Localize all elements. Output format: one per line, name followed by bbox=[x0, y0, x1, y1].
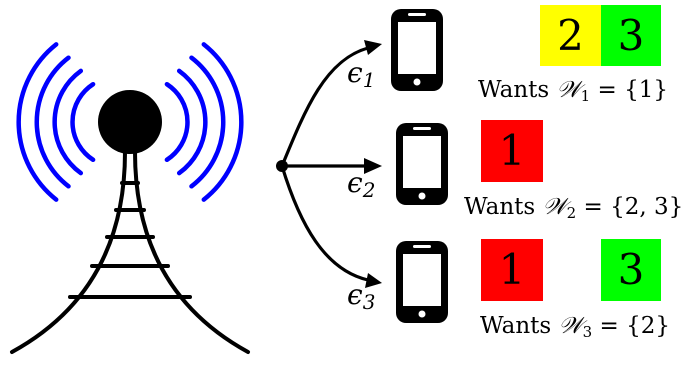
signal-wave-left-4 bbox=[16, 42, 59, 202]
signal-waves-left bbox=[16, 42, 96, 202]
channel-label-1: ϵ1 bbox=[347, 56, 375, 92]
arrow-head-3 bbox=[365, 273, 382, 288]
packet-label: 3 bbox=[618, 11, 645, 60]
channel-subscript: 1 bbox=[363, 68, 376, 92]
tower-mast bbox=[10, 150, 250, 354]
channel-label-2: ϵ2 bbox=[347, 166, 375, 202]
wants-label-user3: Wants 𝒲3 = {2} bbox=[480, 313, 670, 341]
arrow-heads bbox=[364, 40, 382, 288]
packet-box-user2-a bbox=[481, 120, 543, 182]
signal-waves-right bbox=[164, 42, 244, 202]
channel-subscript: 2 bbox=[362, 178, 376, 202]
wants-subscript: 2 bbox=[567, 204, 577, 222]
smartphone-icon bbox=[391, 9, 443, 91]
packet-box-user1-b bbox=[601, 5, 661, 66]
smartphone-icon bbox=[396, 123, 448, 205]
tower-right-leg bbox=[133, 150, 250, 354]
signal-wave-right-2 bbox=[176, 68, 208, 176]
smartphone-icon bbox=[396, 241, 448, 323]
wants-rhs: = {2} bbox=[592, 313, 670, 339]
antenna-head bbox=[98, 90, 162, 154]
signal-wave-left-2 bbox=[52, 68, 84, 176]
wants-subscript: 1 bbox=[581, 87, 591, 105]
arrow-to-user-3 bbox=[280, 164, 370, 282]
packet-box-user3-b bbox=[601, 239, 661, 301]
packet-label: 3 bbox=[618, 245, 645, 294]
signal-wave-left-3 bbox=[34, 55, 71, 189]
broadcast-source-dot bbox=[276, 160, 288, 172]
wants-subscript: 3 bbox=[583, 323, 593, 341]
channel-symbol: ϵ bbox=[347, 166, 363, 199]
signal-wave-left-1 bbox=[70, 81, 96, 163]
cell-tower-icon bbox=[10, 42, 250, 354]
channel-label-3: ϵ3 bbox=[347, 278, 375, 314]
packet-box-user3-a bbox=[481, 239, 543, 301]
wants-prefix: Wants bbox=[480, 313, 559, 339]
channel-subscript: 3 bbox=[363, 290, 376, 314]
channel-symbol: ϵ bbox=[347, 56, 363, 89]
wants-label-user1: Wants 𝒲1 = {1} bbox=[478, 77, 668, 105]
channel-symbol: ϵ bbox=[347, 278, 363, 311]
wants-rhs: = {1} bbox=[590, 77, 668, 103]
arrow-to-user-1 bbox=[280, 46, 370, 168]
arrow-head-1 bbox=[364, 40, 382, 55]
wants-prefix: Wants bbox=[478, 77, 557, 103]
packet-label: 1 bbox=[499, 126, 526, 175]
signal-wave-right-4 bbox=[201, 42, 244, 202]
signal-wave-right-1 bbox=[164, 81, 190, 163]
packet-label: 2 bbox=[557, 11, 584, 60]
wants-rhs: = {2, 3} bbox=[576, 194, 683, 220]
wants-prefix: Wants bbox=[464, 194, 543, 220]
broadcast-arrows bbox=[280, 46, 370, 282]
arrow-head-2 bbox=[364, 158, 382, 174]
signal-wave-right-3 bbox=[189, 55, 226, 189]
tower-left-leg bbox=[10, 150, 127, 354]
packet-label: 1 bbox=[499, 245, 526, 294]
packet-box-user1-a bbox=[540, 5, 601, 66]
wants-label-user2: Wants 𝒲2 = {2, 3} bbox=[464, 194, 683, 222]
